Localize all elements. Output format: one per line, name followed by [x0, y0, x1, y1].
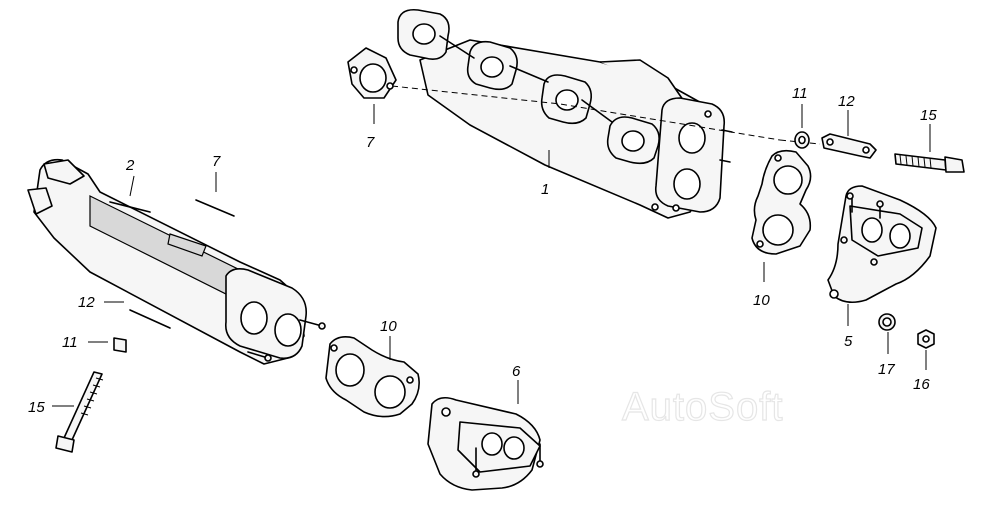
callout-11-upper: 11	[792, 85, 808, 102]
callout-7-upper: 7	[366, 134, 375, 151]
gasket-part-7-lower-edge	[195, 199, 235, 217]
gasket-part-10-lower	[325, 336, 420, 418]
callout-10-lower: 10	[380, 318, 397, 335]
callout-16: 16	[913, 376, 930, 393]
washer-part-11-lower	[113, 337, 127, 353]
exhaust-manifold-part-2	[27, 158, 326, 365]
callout-11-lower: 11	[62, 334, 78, 351]
callout-2: 2	[125, 157, 135, 174]
watermark: AutoSoft	[622, 385, 783, 429]
washer-part-17	[878, 313, 896, 331]
callout-15-upper: 15	[920, 107, 937, 124]
elbow-part-5	[827, 185, 937, 304]
exhaust-manifold-part-1	[397, 8, 733, 219]
bolt-part-15-lower	[55, 371, 104, 453]
callout-7-lower: 7	[212, 153, 221, 170]
callout-10-upper: 10	[753, 292, 770, 309]
callout-12-upper: 12	[838, 93, 855, 110]
callout-17: 17	[878, 361, 895, 378]
gasket-part-10-upper	[751, 149, 812, 255]
gasket-part-7-upper	[347, 47, 397, 99]
nut-part-16	[917, 329, 935, 349]
callout-5: 5	[844, 333, 853, 350]
elbow-part-6	[427, 396, 544, 491]
plate-part-12-upper	[821, 133, 877, 159]
callout-15-lower: 15	[28, 399, 45, 416]
leader-lines	[52, 104, 931, 407]
callout-1: 1	[541, 181, 549, 198]
bolt-part-15-upper	[894, 153, 965, 173]
callout-12-lower: 12	[78, 294, 95, 311]
callout-6: 6	[512, 363, 521, 380]
plate-part-12-lower-edge	[129, 309, 171, 329]
